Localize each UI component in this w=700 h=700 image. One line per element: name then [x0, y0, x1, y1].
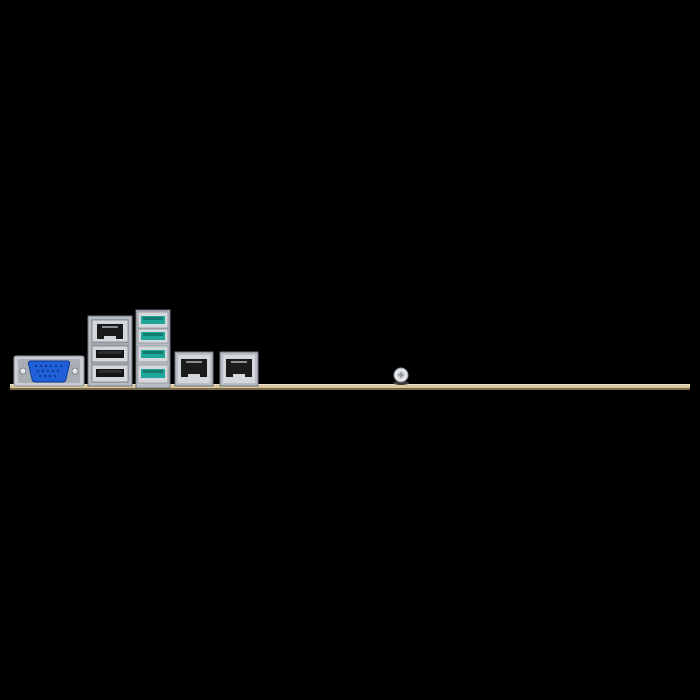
rj45-usb-stack [87, 315, 133, 387]
screw-slot [398, 372, 404, 378]
usb3-port-3 [137, 345, 169, 363]
lan-port-icon [181, 359, 207, 377]
mounting-standoff [393, 367, 409, 385]
lan-port-icon [226, 359, 252, 377]
rj45-port-2 [219, 351, 259, 387]
vga-connector-icon [27, 360, 71, 383]
pcb-edge-strip [10, 384, 690, 389]
pcb-edge [10, 384, 690, 390]
pcb-edge-highlight [10, 384, 690, 385]
usb3-port-4 [137, 364, 169, 384]
vga-pins [35, 365, 62, 377]
vga-screw-right-icon [71, 367, 79, 375]
usb3-port-2 [137, 328, 169, 344]
usb3-quad-stack [135, 309, 171, 389]
pcb-edge-shadow [10, 388, 690, 390]
vga-port [13, 355, 85, 387]
usb2-port-bottom-tongue [98, 370, 122, 373]
usb3-port-1 [137, 311, 169, 329]
usb2-port-top-tongue [98, 351, 122, 354]
lan-contacts [102, 326, 118, 328]
vga-screw-left-icon [19, 367, 27, 375]
rj45-port-1 [174, 351, 214, 387]
screw-shadow [393, 381, 409, 385]
